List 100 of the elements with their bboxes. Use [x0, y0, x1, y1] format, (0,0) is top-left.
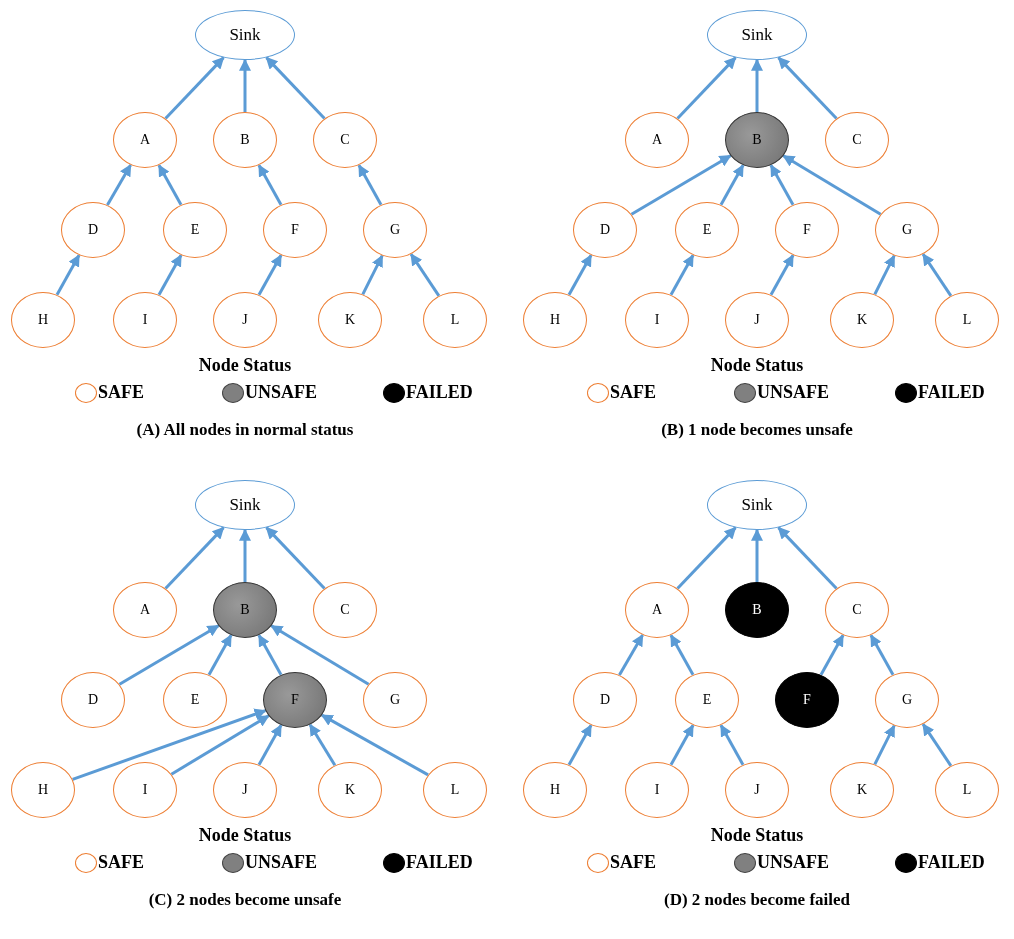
- node-circle: I: [113, 762, 177, 818]
- panel-caption: (C) 2 nodes become unsafe: [148, 890, 342, 910]
- node-circle: L: [935, 292, 999, 348]
- sink-ellipse: Sink: [195, 480, 295, 530]
- arrow: [265, 526, 326, 590]
- arrow: [769, 164, 795, 206]
- node-circle: H: [523, 292, 587, 348]
- arrow: [873, 724, 896, 765]
- legend-label: SAFE: [610, 852, 656, 873]
- arrow: [118, 624, 220, 686]
- node-circle: H: [11, 292, 75, 348]
- node-circle: F: [775, 672, 839, 728]
- arrow: [270, 624, 370, 686]
- node-circle: G: [875, 672, 939, 728]
- arrow: [669, 254, 695, 296]
- node-circle: D: [573, 202, 637, 258]
- node-circle: L: [423, 762, 487, 818]
- node-circle: G: [363, 672, 427, 728]
- node-circle: B: [213, 582, 277, 638]
- node-circle: B: [213, 112, 277, 168]
- legend-label: FAILED: [406, 382, 473, 403]
- arrow: [239, 58, 251, 112]
- arrow: [409, 253, 441, 297]
- arrow: [777, 56, 838, 120]
- arrow: [719, 164, 745, 206]
- node-circle: B: [725, 112, 789, 168]
- node-circle: B: [725, 582, 789, 638]
- arrow: [257, 164, 283, 206]
- node-circle: A: [625, 582, 689, 638]
- node-circle: I: [113, 292, 177, 348]
- arrow: [719, 724, 745, 766]
- node-circle: A: [113, 112, 177, 168]
- arrow: [869, 634, 895, 676]
- node-circle: K: [830, 292, 894, 348]
- node-circle: A: [625, 112, 689, 168]
- arrow: [819, 634, 845, 676]
- node-circle: K: [318, 762, 382, 818]
- node-circle: E: [163, 202, 227, 258]
- arrow: [751, 528, 763, 582]
- panel-caption: (D) 2 nodes become failed: [664, 890, 850, 910]
- node-circle: I: [625, 292, 689, 348]
- sink-ellipse: Sink: [707, 10, 807, 60]
- arrow: [257, 724, 283, 766]
- arrow: [567, 254, 593, 296]
- arrow: [207, 634, 233, 676]
- node-circle: C: [313, 112, 377, 168]
- node-circle: L: [935, 762, 999, 818]
- node-circle: J: [725, 292, 789, 348]
- arrow: [257, 634, 283, 676]
- legend-label: SAFE: [98, 852, 144, 873]
- legend-label: FAILED: [918, 382, 985, 403]
- node-circle: C: [825, 582, 889, 638]
- arrow: [630, 154, 732, 216]
- node-circle: G: [875, 202, 939, 258]
- legend-heading: Node Status: [710, 825, 804, 846]
- legend-label: FAILED: [918, 852, 985, 873]
- node-circle: G: [363, 202, 427, 258]
- node-circle: C: [313, 582, 377, 638]
- legend-label: UNSAFE: [757, 852, 829, 873]
- node-circle: D: [61, 672, 125, 728]
- arrow: [157, 164, 183, 206]
- node-circle: E: [675, 202, 739, 258]
- legend-label: SAFE: [98, 382, 144, 403]
- node-circle: D: [573, 672, 637, 728]
- arrow: [873, 254, 896, 295]
- arrow: [357, 164, 383, 206]
- arrow: [618, 633, 644, 676]
- arrow: [257, 254, 283, 296]
- legend-heading: Node Status: [198, 825, 292, 846]
- arrow: [308, 723, 337, 767]
- arrow: [320, 713, 429, 777]
- node-circle: K: [318, 292, 382, 348]
- arrow: [265, 56, 326, 120]
- node-circle: F: [263, 672, 327, 728]
- arrow: [164, 526, 225, 590]
- node-circle: K: [830, 762, 894, 818]
- arrow: [676, 56, 737, 120]
- arrow: [72, 708, 267, 781]
- legend-label: UNSAFE: [757, 382, 829, 403]
- arrow: [769, 254, 795, 296]
- arrow: [106, 163, 132, 206]
- arrow: [782, 154, 882, 216]
- node-circle: J: [725, 762, 789, 818]
- arrow: [567, 724, 593, 766]
- node-circle: J: [213, 292, 277, 348]
- node-circle: H: [11, 762, 75, 818]
- arrow: [921, 723, 953, 767]
- node-circle: F: [775, 202, 839, 258]
- legend-heading: Node Status: [710, 355, 804, 376]
- arrow: [751, 58, 763, 112]
- arrow: [239, 528, 251, 582]
- arrow: [676, 526, 737, 590]
- arrow: [157, 254, 183, 296]
- sink-ellipse: Sink: [707, 480, 807, 530]
- arrow: [669, 724, 695, 766]
- node-circle: D: [61, 202, 125, 258]
- node-circle: E: [163, 672, 227, 728]
- node-circle: I: [625, 762, 689, 818]
- sink-ellipse: Sink: [195, 10, 295, 60]
- node-circle: J: [213, 762, 277, 818]
